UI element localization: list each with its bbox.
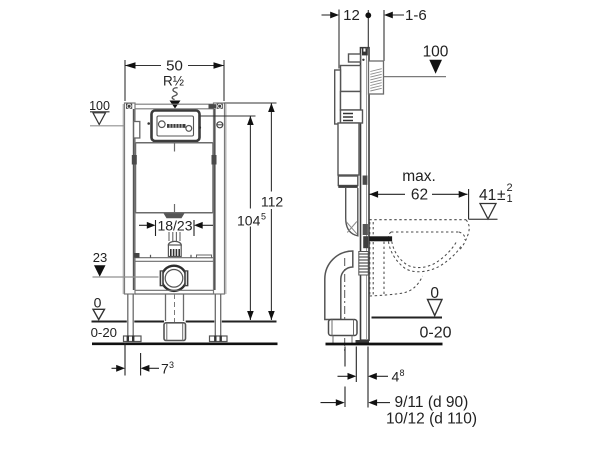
svg-text:50: 50 (166, 58, 183, 75)
svg-text:41: 41 (479, 187, 496, 204)
svg-text:0-20: 0-20 (91, 325, 117, 340)
svg-text:100: 100 (89, 99, 110, 113)
svg-text:8: 8 (400, 368, 405, 378)
svg-text:2: 2 (507, 182, 513, 194)
svg-text:0-20: 0-20 (419, 325, 451, 342)
svg-text:±: ± (497, 187, 506, 204)
svg-text:5: 5 (261, 212, 266, 222)
svg-text:0: 0 (430, 285, 439, 302)
svg-text:100: 100 (423, 43, 449, 60)
svg-text:0: 0 (94, 294, 102, 310)
svg-text:10/12 (d 110): 10/12 (d 110) (386, 411, 477, 428)
svg-text:7: 7 (161, 361, 169, 377)
svg-text:3: 3 (169, 360, 174, 370)
svg-text:18/23: 18/23 (157, 217, 192, 233)
svg-text:R½: R½ (163, 74, 184, 89)
svg-text:1: 1 (507, 193, 513, 205)
svg-text:max.: max. (402, 168, 436, 185)
svg-text:1-6: 1-6 (405, 7, 427, 24)
svg-text:4: 4 (392, 368, 400, 384)
svg-text:23: 23 (93, 250, 107, 265)
svg-text:104: 104 (237, 212, 261, 228)
svg-text:12: 12 (343, 7, 360, 24)
svg-text:112: 112 (261, 194, 284, 210)
svg-text:62: 62 (411, 187, 428, 204)
svg-text:9/11 (d 90): 9/11 (d 90) (395, 394, 469, 411)
